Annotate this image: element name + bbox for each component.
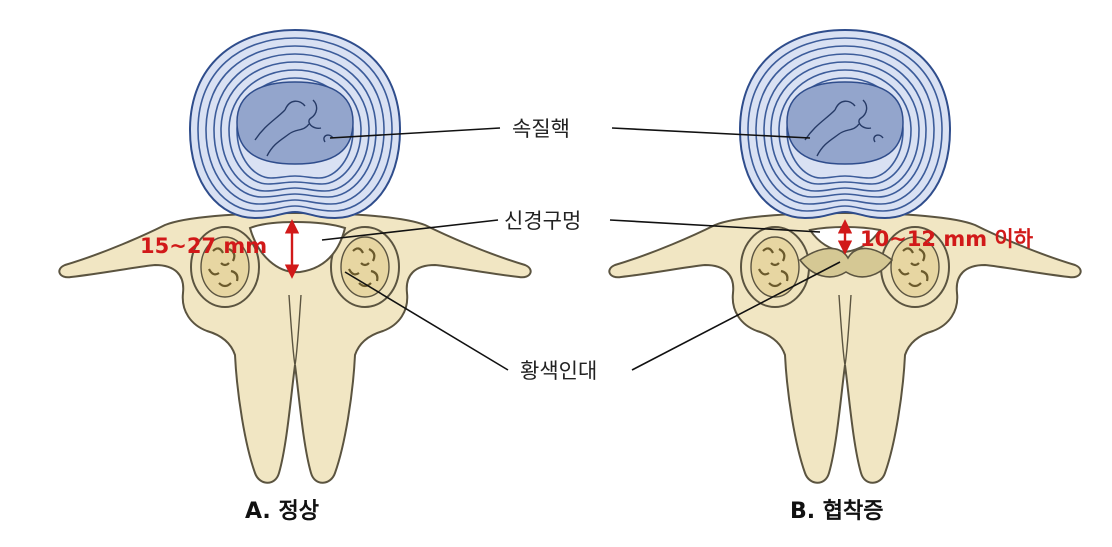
label-ligamentum-flavum: 황색인대: [520, 359, 597, 383]
leader-ligament-left: [344, 271, 509, 371]
panel-a-measurement-label: 15~27 mm: [140, 234, 267, 258]
leader-ligament-right: [631, 261, 841, 371]
leader-nucleus-right: [611, 127, 811, 139]
panel-b-stenosis: 10~12 mm 이하 B. 협착증: [608, 29, 1082, 524]
panel-b-caption: B. 협착증: [790, 499, 884, 524]
panel-b-measurement-label: 10~12 mm 이하: [860, 227, 1034, 251]
panel-a-caption: A. 정상: [245, 499, 319, 524]
panel-a-disc: [189, 29, 401, 219]
leader-lines: [321, 127, 841, 371]
label-nucleus-pulposus: 속질핵: [512, 117, 570, 141]
label-neural-foramen: 신경구멍: [504, 209, 581, 233]
leader-foramen-right: [609, 219, 821, 233]
leader-foramen-left: [321, 219, 499, 241]
panel-b-disc: [739, 29, 951, 219]
leader-nucleus-left: [329, 127, 501, 139]
panel-a-normal: 15~27 mm A. 정상: [58, 29, 532, 524]
